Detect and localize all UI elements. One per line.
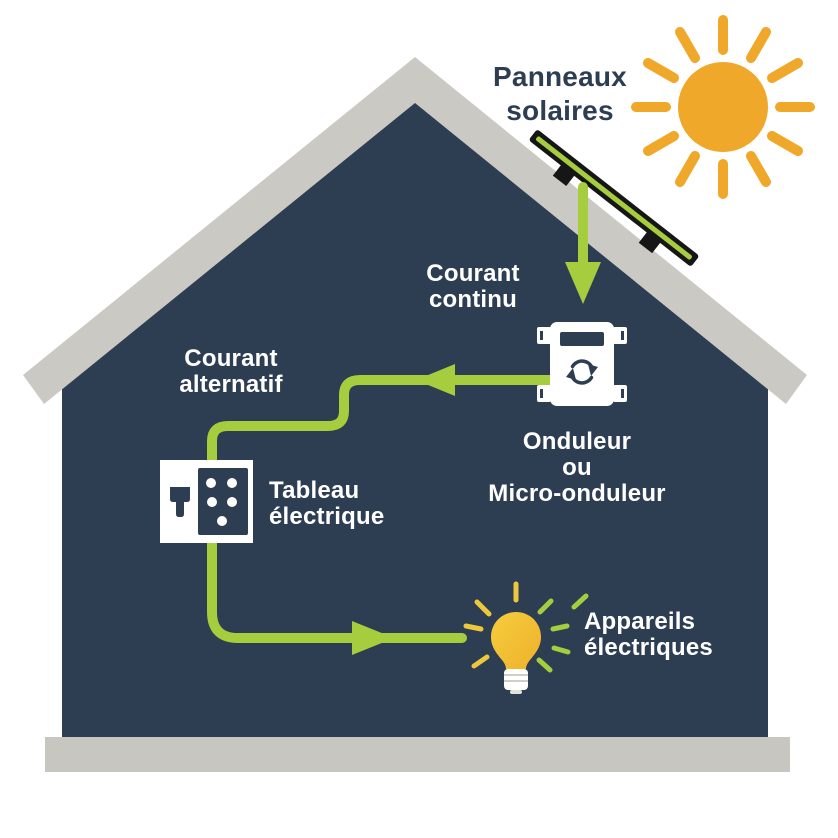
energy-flow-line <box>207 375 557 643</box>
bulb-base <box>504 669 528 694</box>
flow-arrow-left <box>416 364 455 396</box>
solar-panel-foot <box>638 231 661 254</box>
label-dc-current: Courant continu <box>426 260 520 313</box>
house-wall <box>62 100 768 737</box>
light-bulb-icon <box>463 581 589 694</box>
solar-panel-foot <box>552 164 575 187</box>
label-solar-panels: Panneaux solaires <box>493 61 627 127</box>
panel-switch <box>170 487 190 517</box>
label-appliances: Appareils électriques <box>584 608 713 661</box>
flow-arrow-down <box>565 182 601 304</box>
sun-rays <box>631 15 815 199</box>
label-inverter: Onduleur ou Micro-onduleur <box>488 428 666 507</box>
solar-panel-stripe <box>536 136 692 260</box>
sun-icon <box>631 15 815 199</box>
bulb-rays <box>463 581 589 673</box>
inverter-sync-icon <box>537 322 627 406</box>
house-foundation <box>45 737 790 772</box>
breaker-panel-icon <box>160 460 253 543</box>
label-ac-current: Courant alternatif <box>179 345 283 398</box>
label-electrical-panel: Tableau électrique <box>269 477 385 530</box>
sun-disc <box>678 62 768 152</box>
solar-panel-icon <box>529 130 699 266</box>
bulb-glass <box>491 612 541 669</box>
inverter-screen <box>560 332 604 346</box>
flow-arrow-right <box>352 621 394 655</box>
sync-arrows-icon <box>566 359 598 385</box>
